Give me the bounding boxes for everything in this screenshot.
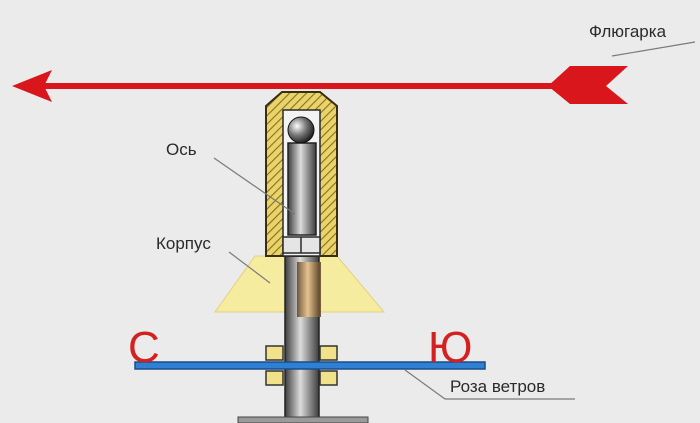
axis-label: Ось xyxy=(166,140,197,159)
mount-plate xyxy=(237,416,369,423)
lower-rod-orange-band xyxy=(297,262,321,317)
vane-tail xyxy=(548,66,628,104)
nut-right-lower xyxy=(319,370,338,386)
vane-label: Флюгарка xyxy=(589,22,667,41)
nut-left-upper xyxy=(265,345,284,361)
axis-ball xyxy=(287,116,315,144)
axis-leader xyxy=(213,157,296,215)
vane-leader xyxy=(611,41,696,57)
north-letter: С xyxy=(128,323,160,372)
wind-rose-bar xyxy=(134,361,486,370)
axis-rod xyxy=(287,142,317,236)
nut-left-lower xyxy=(265,370,284,386)
vane-shaft xyxy=(40,83,570,89)
wind-rose-label: Роза ветров xyxy=(450,377,545,396)
body-leader xyxy=(228,251,271,284)
vane-arrowhead xyxy=(12,70,52,102)
body-label: Корпус xyxy=(156,234,211,253)
nut-right-upper xyxy=(319,345,338,361)
south-letter: Ю xyxy=(428,323,472,372)
rose-leader xyxy=(404,369,446,400)
